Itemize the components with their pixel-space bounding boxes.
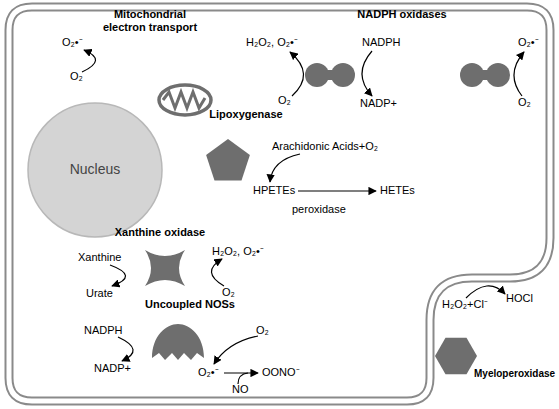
- enzyme-group: Xanthine oxidase: [110, 226, 210, 292]
- node-heading: Xanthine oxidase: [110, 226, 210, 239]
- chemical-label: Xanthine: [78, 251, 121, 264]
- node-heading: Nucleus: [27, 161, 163, 177]
- chemical-label: H₂O₂, O₂•⁻: [246, 36, 298, 49]
- node-heading: Lipoxygenase: [200, 108, 292, 121]
- cell-membrane-inner: [9, 7, 550, 401]
- chemical-label: H₂O₂, O₂•⁻: [212, 245, 264, 258]
- nadph-oxidase-symbol: [460, 63, 510, 87]
- chemical-label: NADPH: [362, 36, 401, 49]
- reaction-arrow: [82, 50, 96, 72]
- mitochondrion-outline: [159, 85, 211, 115]
- chemical-label: HETEs: [380, 184, 415, 197]
- chemical-label: NO: [232, 383, 249, 396]
- reaction-arrow: [110, 265, 126, 286]
- mitochondrion-cristae: [163, 92, 205, 108]
- lipoxygenase-symbol: [206, 139, 250, 181]
- myeloperoxidase-symbol: [435, 338, 477, 374]
- cell-membrane-outer: [9, 7, 550, 401]
- chemical-label: O₂•⁻: [62, 36, 83, 49]
- node-shape: [434, 332, 558, 392]
- node-heading: Mitochondrial electron transport: [95, 8, 205, 34]
- nucleus-node: Nucleus: [27, 102, 163, 238]
- chemical-label: O₂•⁻: [198, 366, 219, 379]
- reaction-arrow: [362, 51, 372, 96]
- chemical-label: O₂•⁻: [518, 36, 539, 49]
- reaction-arrow: [514, 52, 524, 96]
- chemical-label: O₂: [70, 70, 83, 83]
- chemical-label: H₂O₂+Cl⁻: [442, 298, 488, 311]
- node-heading: Myeloperoxidase: [474, 368, 558, 380]
- reaction-arrow: [118, 337, 133, 361]
- reaction-arrow: [290, 52, 304, 96]
- nos-symbol: [152, 324, 204, 360]
- oxidase-waist: [324, 70, 336, 80]
- chemical-label: NADP+: [360, 97, 397, 110]
- chemical-label: NADP+: [94, 362, 131, 375]
- chemical-label: O₂: [518, 96, 531, 109]
- enzyme-group: Myeloperoxidase: [434, 332, 558, 392]
- enzyme-group: NADPH oxidases: [240, 8, 540, 108]
- chemical-label: OONO⁻: [262, 366, 300, 379]
- node-shape: [240, 8, 540, 108]
- oxidase-waist: [479, 70, 491, 80]
- reaction-arrow: [270, 154, 300, 182]
- reaction-arrow: [298, 190, 376, 191]
- chemical-label: HPETEs: [253, 184, 295, 197]
- chemical-label: O₂: [256, 324, 269, 337]
- nadph-oxidase-symbol: [305, 63, 355, 87]
- node-heading: NADPH oxidases: [352, 8, 452, 21]
- chemical-label: Arachidonic Acids+O₂: [272, 140, 378, 153]
- chemical-label: HOCl: [506, 292, 533, 305]
- enzyme-group: Uncoupled NOSs: [140, 298, 240, 366]
- reaction-arrow: [211, 259, 224, 286]
- reaction-arrow: [466, 286, 505, 298]
- chemical-label: O₂: [222, 286, 235, 299]
- chemical-label: peroxidase: [292, 203, 346, 216]
- chemical-label: Urate: [86, 287, 113, 300]
- node-heading: Uncoupled NOSs: [140, 298, 240, 311]
- chemical-label: O₂: [278, 94, 291, 107]
- nucleus-circle: [28, 103, 162, 237]
- xanthine-oxidase-symbol: [145, 250, 185, 286]
- reaction-arrow: [224, 372, 258, 373]
- chemical-label: NADPH: [84, 324, 123, 337]
- reaction-arrow: [214, 336, 258, 364]
- reaction-branch-line: [238, 373, 248, 384]
